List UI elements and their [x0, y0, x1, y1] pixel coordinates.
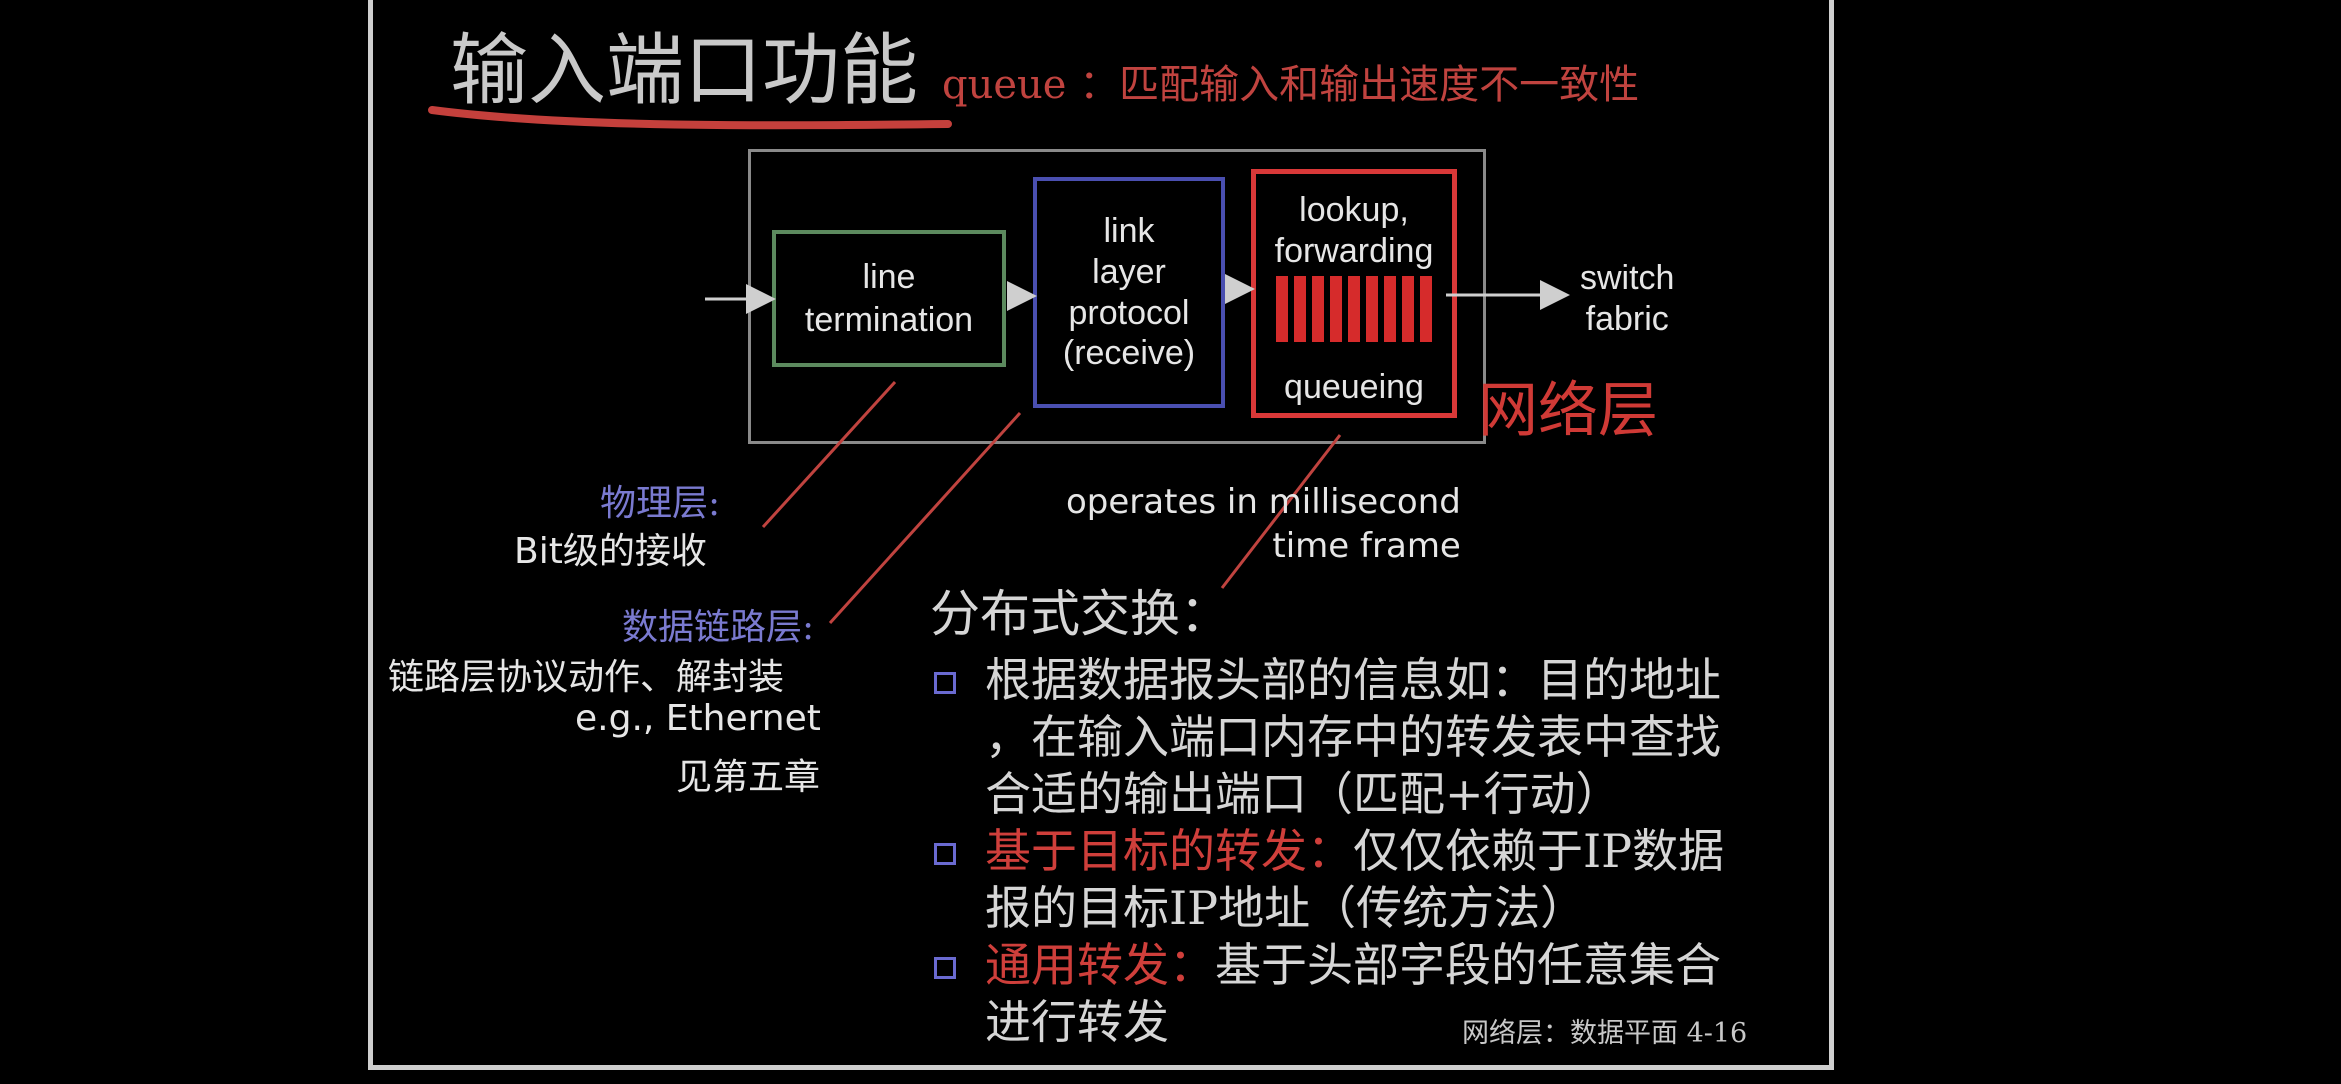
queue-bar — [1384, 276, 1396, 342]
queue-bar — [1420, 276, 1432, 342]
bullet2-highlight: 基于目标的转发： — [985, 824, 1353, 878]
datalink-heading: 数据链路层: — [622, 607, 815, 648]
queue-bar — [1402, 276, 1414, 342]
lookup-label: lookup, forwarding — [1274, 191, 1434, 270]
list-item: 通用转发：基于头部字段的任意集合 进行转发 — [930, 937, 1780, 1051]
list-item: 根据数据报头部的信息如：目的地址 ，在输入端口内存中的转发表中查找 合适的输出端… — [930, 652, 1780, 823]
bullet3-highlight: 通用转发： — [985, 938, 1215, 992]
bullet3-text-2: 进行转发 — [985, 995, 1169, 1049]
distributed-bullets: 根据数据报头部的信息如：目的地址 ，在输入端口内存中的转发表中查找 合适的输出端… — [930, 652, 1780, 1051]
network-pointer — [1220, 434, 1342, 589]
queue-bar — [1330, 276, 1342, 342]
bullet2-text: 仅仅依赖于IP数据 — [1353, 824, 1725, 878]
distributed-title: 分布式交换： — [930, 585, 1230, 643]
queue-bar — [1366, 276, 1378, 342]
bullet1-text-3: 合适的输出端口（匹配+行动） — [985, 767, 1622, 821]
queue-bar — [1348, 276, 1360, 342]
queue-bar — [1312, 276, 1324, 342]
list-item: 基于目标的转发：仅仅依赖于IP数据 报的目标IP地址（传统方法） — [930, 823, 1780, 937]
network-layer-label: 网络层 — [1478, 376, 1658, 446]
slide-title: 输入端口功能 — [450, 26, 919, 116]
datalink-reference: 见第五章 — [676, 757, 821, 798]
switch-fabric-label: switch fabric — [1580, 259, 1675, 338]
queueing-label: queueing — [1284, 368, 1424, 406]
datalink-desc: 链路层协议动作、解封装 — [388, 657, 785, 698]
queue-bars — [1276, 276, 1432, 342]
bullet-square-icon — [934, 672, 956, 694]
datalink-example: e.g., Ethernet — [575, 698, 821, 739]
bullet-square-icon — [934, 843, 956, 865]
physical-heading: 物理层: — [600, 483, 721, 524]
link-layer-box: link layer protocol (receive) — [1033, 177, 1225, 408]
bullet-square-icon — [934, 957, 956, 979]
physical-pointer — [761, 380, 897, 529]
queue-bar — [1276, 276, 1288, 342]
title-note: queue ：匹配输入和输出速度不一致性 — [942, 62, 1640, 108]
slide-footer: 网络层：数据平面 4-16 — [1462, 1018, 1748, 1049]
bullet1-text: 根据数据报头部的信息如：目的地址 — [985, 653, 1721, 707]
datalink-pointer — [828, 411, 1022, 625]
bullet1-text-2: ，在输入端口内存中的转发表中查找 — [985, 710, 1721, 764]
title-underline — [428, 106, 952, 130]
bullet2-text-2: 报的目标IP地址（传统方法） — [985, 881, 1587, 935]
queue-bar — [1294, 276, 1306, 342]
physical-desc: Bit级的接收 — [514, 531, 707, 572]
operates-timeframe: operates in millisecond time frame — [1066, 482, 1461, 567]
bullet3-text: 基于头部字段的任意集合 — [1215, 938, 1721, 992]
